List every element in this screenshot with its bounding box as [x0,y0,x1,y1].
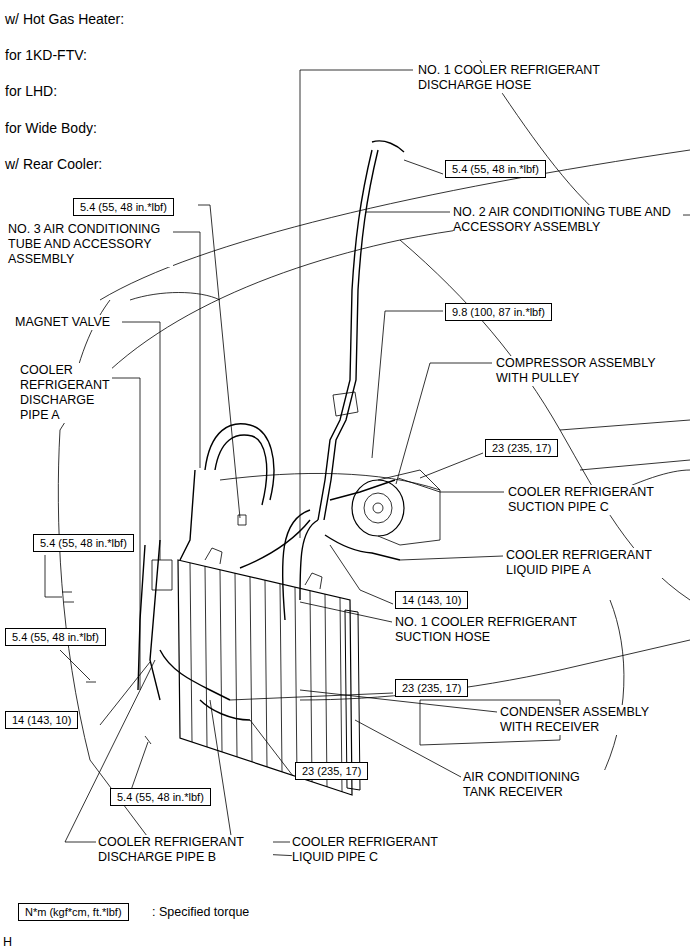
torque-box: 9.8 (100, 87 in.*lbf) [445,303,552,321]
torque-value: 23 (235, 17) [492,442,551,454]
torque-value: 5.4 (55, 48 in.*lbf) [452,163,539,175]
torque-box: 14 (143, 10) [395,591,468,609]
torque-box: 14 (143, 10) [5,711,78,729]
condition-heading: for 1KD-FTV: [5,47,87,64]
part-name: NO. 3 AIR CONDITIONING TUBE AND ACCESSOR… [8,222,173,267]
condition-heading: for Wide Body: [5,120,97,137]
part-name: H [3,935,12,950]
part-name: AIR CONDITIONING TANK RECEIVER [463,770,613,800]
torque-value: 14 (143, 10) [402,594,461,606]
part-name: COOLER REFRIGERANT SUCTION PIPE C [508,485,686,515]
part-name: NO. 1 COOLER REFRIGERANT DISCHARGE HOSE [418,63,633,93]
part-name: COOLER REFRIGERANT DISCHARGE PIPE B [98,835,273,865]
part-name: COMPRESSOR ASSEMBLY WITH PULLEY [496,356,671,386]
part-name: COOLER REFRIGERANT LIQUID PIPE A [506,548,684,578]
torque-value: 9.8 (100, 87 in.*lbf) [452,306,545,318]
torque-box: 23 (235, 17) [295,762,368,780]
torque-value: 14 (143, 10) [12,714,71,726]
part-name: : Specified torque [152,905,249,920]
torque-box: 5.4 (55, 48 in.*lbf) [73,198,174,216]
torque-box: 23 (235, 17) [485,439,558,457]
torque-box: N*m (kgf*cm, ft.*lbf) [18,903,129,921]
torque-value: 5.4 (55, 48 in.*lbf) [40,537,127,549]
torque-box: 5.4 (55, 48 in.*lbf) [110,788,211,806]
part-name: CONDENSER ASSEMBLY WITH RECEIVER [500,705,675,735]
part-name: NO. 1 COOLER REFRIGERANT SUCTION HOSE [395,615,610,645]
part-name: COOLER REFRIGERANT LIQUID PIPE C [292,835,467,865]
torque-box: 5.4 (55, 48 in.*lbf) [5,628,106,646]
condition-heading: for LHD: [5,83,57,100]
torque-value: 5.4 (55, 48 in.*lbf) [117,791,204,803]
torque-box: 23 (235, 17) [395,679,468,697]
condition-heading: w/ Rear Cooler: [5,156,102,173]
condition-heading: w/ Hot Gas Heater: [5,11,124,28]
torque-value: N*m (kgf*cm, ft.*lbf) [25,906,122,918]
torque-box: 5.4 (55, 48 in.*lbf) [445,160,546,178]
torque-value: 5.4 (55, 48 in.*lbf) [80,201,167,213]
torque-value: 23 (235, 17) [402,682,461,694]
torque-value: 23 (235, 17) [302,765,361,777]
torque-box: 5.4 (55, 48 in.*lbf) [33,534,134,552]
torque-value: 5.4 (55, 48 in.*lbf) [12,631,99,643]
part-name: MAGNET VALVE [15,315,110,330]
part-name: NO. 2 AIR CONDITIONING TUBE AND ACCESSOR… [453,205,683,235]
part-name: COOLER REFRIGERANT DISCHARGE PIPE A [20,363,112,423]
